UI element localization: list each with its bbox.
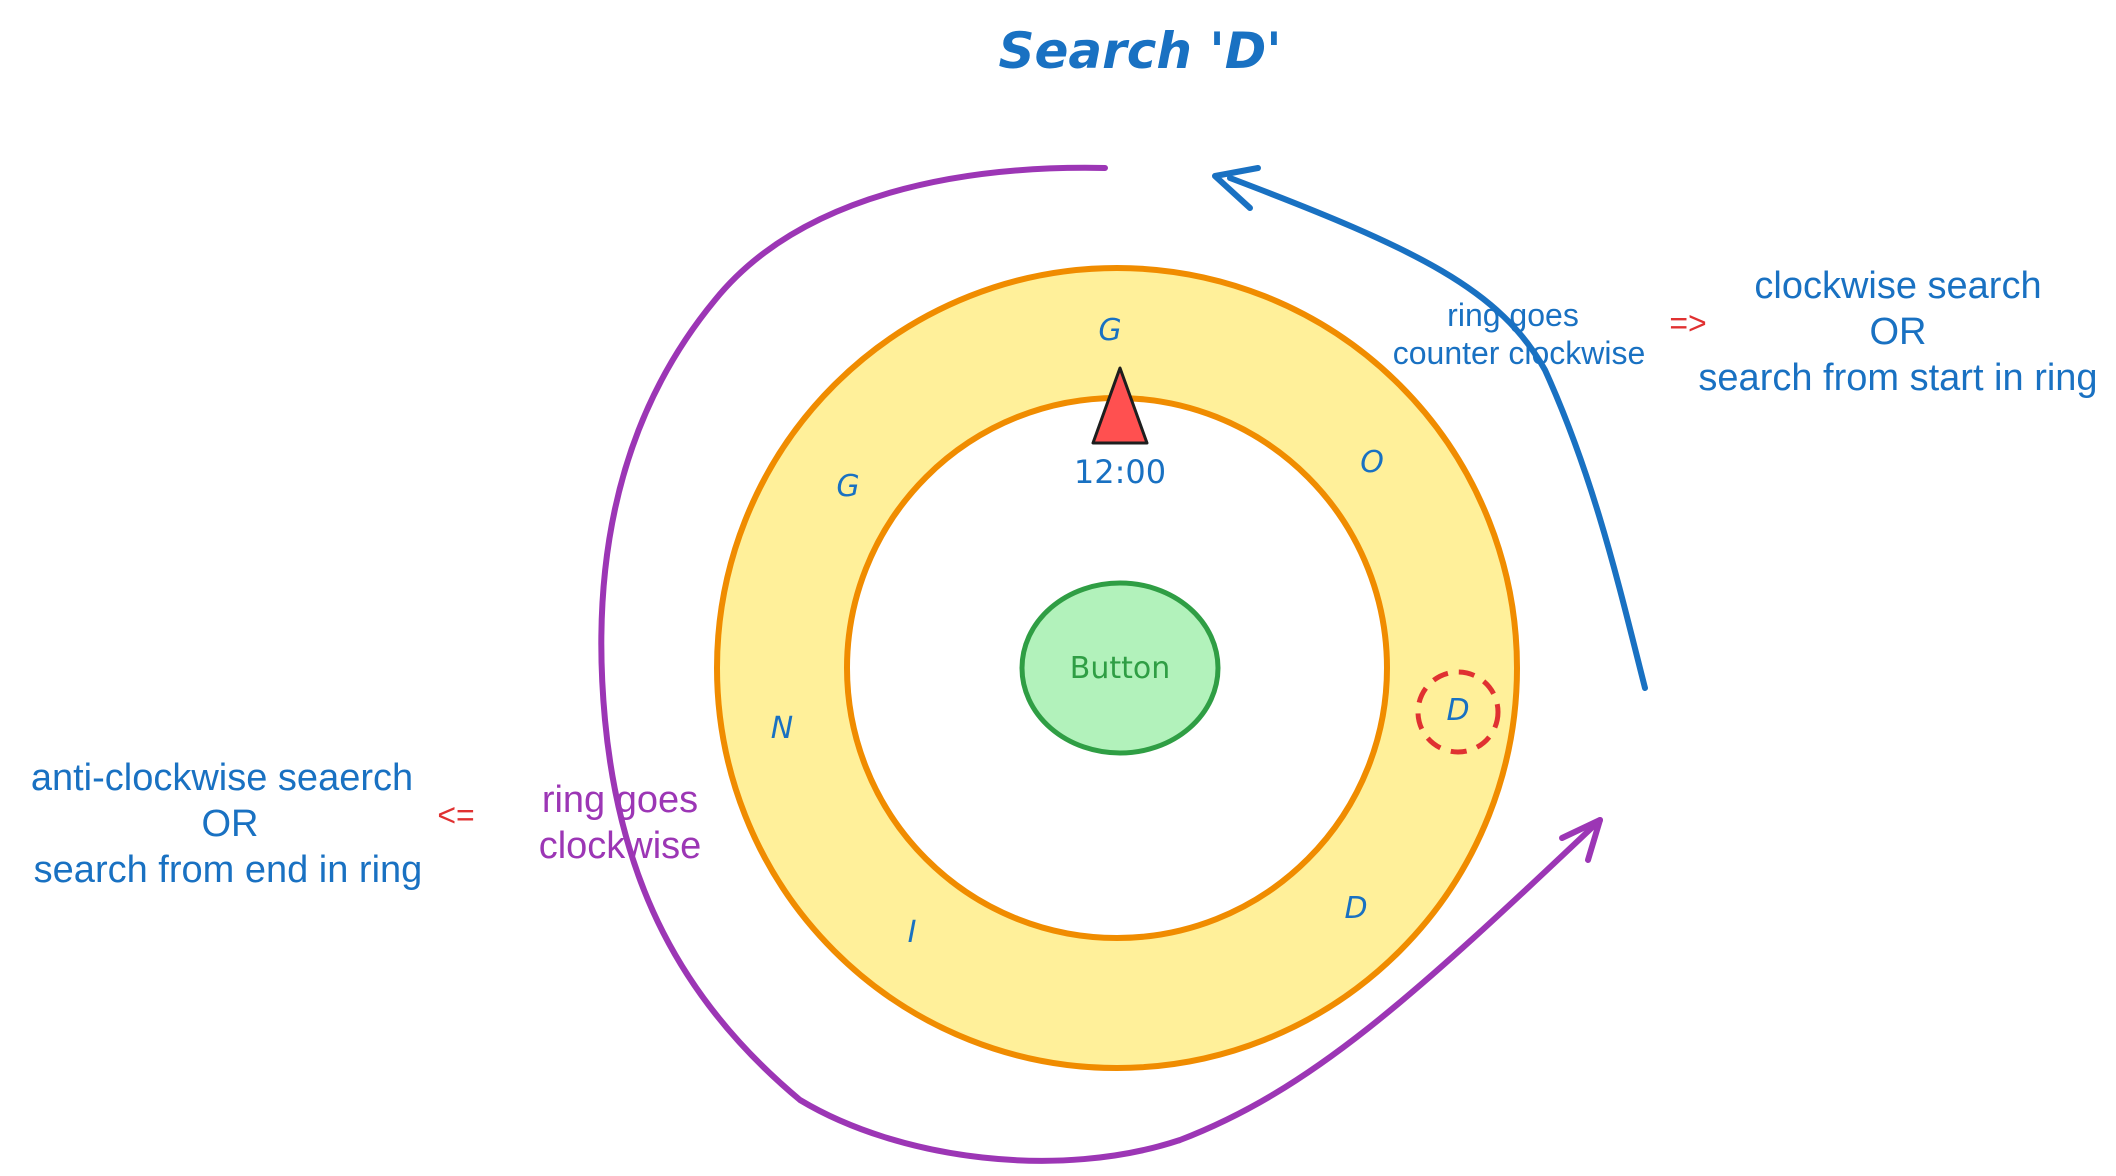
pointer-triangle [1091,366,1149,445]
ring-letter-g-left: G [836,469,859,504]
ring-letter-n: N [771,711,793,746]
center-button-label: Button [1070,651,1171,686]
left-result-line3: search from end in ring [34,849,423,891]
clockwise-arrow [598,164,1603,1164]
right-ring-direction-line1: ring goes [1447,297,1579,333]
right-result-line1: clockwise search [1754,265,2041,307]
right-result-line2: OR [1870,311,1927,353]
ring-letter-d-lower: D [1344,891,1367,926]
ring-letter-d-target: D [1446,693,1469,728]
right-result-line3: search from start in ring [1698,357,2097,399]
ring-letter-g-top: G [1098,313,1121,348]
ring-band [716,267,1518,1069]
target-highlight [1415,669,1501,755]
left-result-line1: anti-clockwise seaerch [31,757,413,799]
right-arrow-symbol: => [1669,305,1706,341]
diagram-title: Search 'D' [998,22,1281,80]
left-ring-direction-line2: clockwise [539,825,702,867]
center-button[interactable]: Button [1019,580,1221,756]
ring-outer-edge [714,265,1520,1071]
left-result-line2: OR [202,803,259,845]
right-ring-direction-line2: counter clockwise [1393,335,1646,371]
left-ring-direction-line1: ring goes [542,779,698,821]
ring-letter-o: O [1360,445,1384,480]
counter-clockwise-arrow [1212,165,1648,691]
pointer-label: 12:00 [1074,453,1166,491]
ring-letter-i: I [908,915,917,950]
left-arrow-symbol: <= [437,797,474,833]
